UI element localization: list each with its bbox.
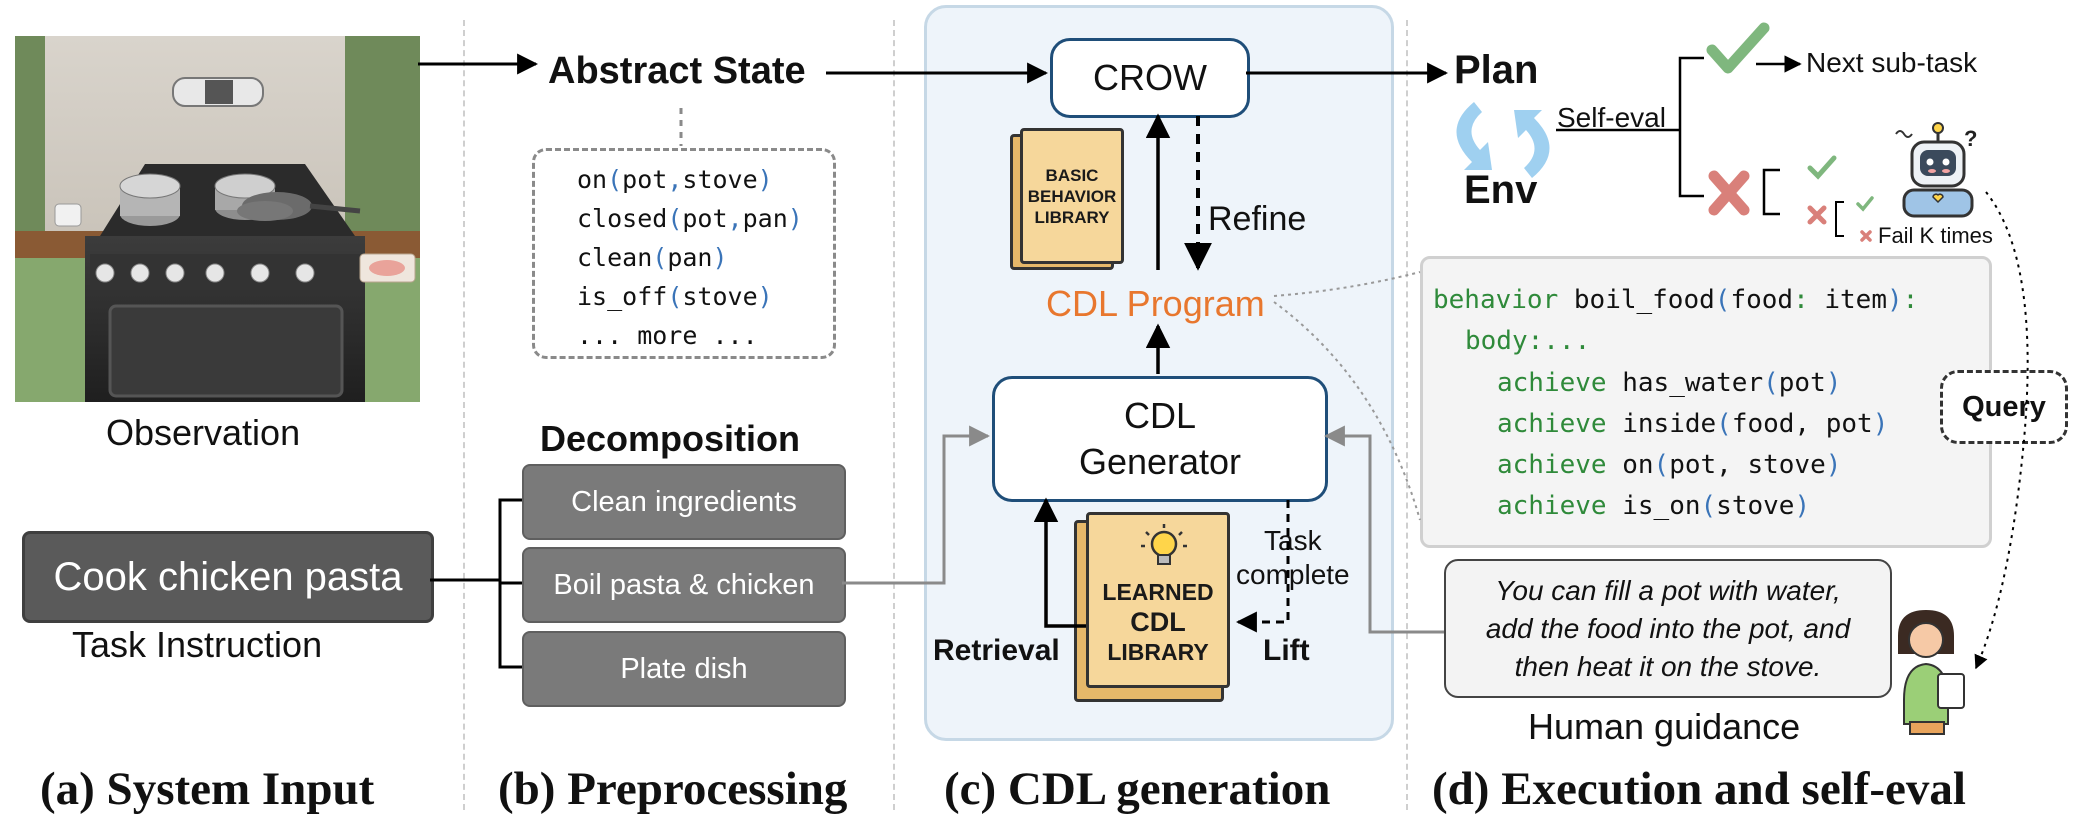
human-guidance-bubble: You can fill a pot with water, add the f… [1444, 559, 1892, 698]
crow-node: CROW [1050, 38, 1250, 118]
decomposition-title: Decomposition [540, 418, 801, 459]
subtask-box: Clean ingredients [522, 464, 846, 540]
lift-label: Lift [1263, 634, 1310, 667]
cdl-program-code: behavior boil_food(food: item): body:...… [1420, 256, 1992, 548]
observation-label: Observation [106, 412, 301, 453]
self-eval-branch [1678, 56, 1704, 198]
state-line: is_off(stove) [577, 282, 773, 311]
panel-title-b: (b) Preprocessing [498, 763, 848, 815]
code-achieve-line: achieve has_water(pot) [1497, 368, 1842, 398]
arrow-subtask-to-generator [842, 425, 991, 585]
code-achieve-line: achieve is_on(stove) [1497, 491, 1811, 521]
kitchen-stove-image [15, 36, 420, 402]
state-more-text: ... more ... [577, 321, 758, 350]
code-body-line: body:... [1465, 326, 1591, 356]
task-instruction-text: Cook chicken pasta [53, 554, 403, 599]
state-line: on(pot,stove) [577, 165, 773, 194]
code-achieve-line: achieve on(pot, stove) [1497, 450, 1842, 480]
panel-title-d: (d) Execution and self-eval [1432, 763, 1966, 815]
abstract-state-title: Abstract State [548, 50, 806, 92]
divider-a-b [463, 20, 465, 810]
divider-b-c [893, 20, 895, 810]
cdl-program-label: CDL Program [1046, 283, 1265, 324]
next-subtask-label: Next sub-task [1806, 47, 1978, 78]
arrow-retrieval [1033, 497, 1086, 628]
abstract-state-box: on(pot,stove) closed(pot,pan) clean(pan)… [532, 148, 836, 359]
cross-icon [1860, 230, 1872, 242]
check-icon [1807, 155, 1837, 180]
subtask-box: Plate dish [522, 631, 846, 707]
task-complete-label: Task complete [1236, 525, 1350, 590]
subtask-bracket [498, 498, 522, 669]
cross-icon [1807, 205, 1827, 225]
basic-behavior-library-book: BASIC BEHAVIOR LIBRARY [1010, 128, 1124, 270]
svg-text:?: ? [1964, 126, 1977, 151]
learned-cdl-library-book: LEARNED CDL LIBRARY [1074, 512, 1234, 702]
check-icon [1856, 196, 1874, 212]
fail-k-times-label: Fail K times [1878, 223, 1993, 248]
cross-icon [1708, 170, 1750, 216]
lightbulb-icon [1141, 524, 1187, 565]
state-line: closed(pot,pan) [577, 204, 803, 233]
subtask-box: Boil pasta & chicken [522, 547, 846, 623]
self-eval-label: Self-eval [1557, 102, 1666, 133]
cdl-generator-node: CDL Generator [992, 376, 1328, 502]
human-guidance-label: Human guidance [1528, 706, 1801, 747]
state-line: clean(pan) [577, 243, 728, 272]
panel-title-c: (c) CDL generation [944, 763, 1331, 815]
retry-branch [1762, 168, 1780, 216]
code-achieve-line: achieve inside(food, pot) [1497, 409, 1889, 439]
zoom-line-bottom [1273, 301, 1421, 521]
plan-label: Plan [1454, 48, 1539, 92]
cycle-arrows-icon [1456, 102, 1550, 178]
divider-c-d [1406, 20, 1408, 810]
person-icon [1898, 610, 1965, 735]
refine-label: Refine [1208, 200, 1307, 238]
arrow-query [1974, 191, 2029, 670]
query-bubble: Query [1940, 370, 2068, 444]
code-header-line: behavior boil_food(food: item): [1433, 285, 1919, 315]
arrow-lift [1235, 500, 1290, 633]
robot-icon: ? [1895, 122, 1977, 218]
retry-branch [1835, 201, 1844, 237]
check-icon [1706, 22, 1770, 74]
task-instruction-label: Task Instruction [72, 624, 323, 665]
zoom-line-top [1273, 271, 1421, 297]
retrieval-label: Retrieval [933, 634, 1060, 667]
task-instruction-box: Cook chicken pasta [22, 531, 434, 623]
arrow-guidance-to-generator [1323, 425, 1444, 634]
panel-title-a: (a) System Input [40, 763, 375, 815]
env-label: Env [1464, 168, 1538, 212]
